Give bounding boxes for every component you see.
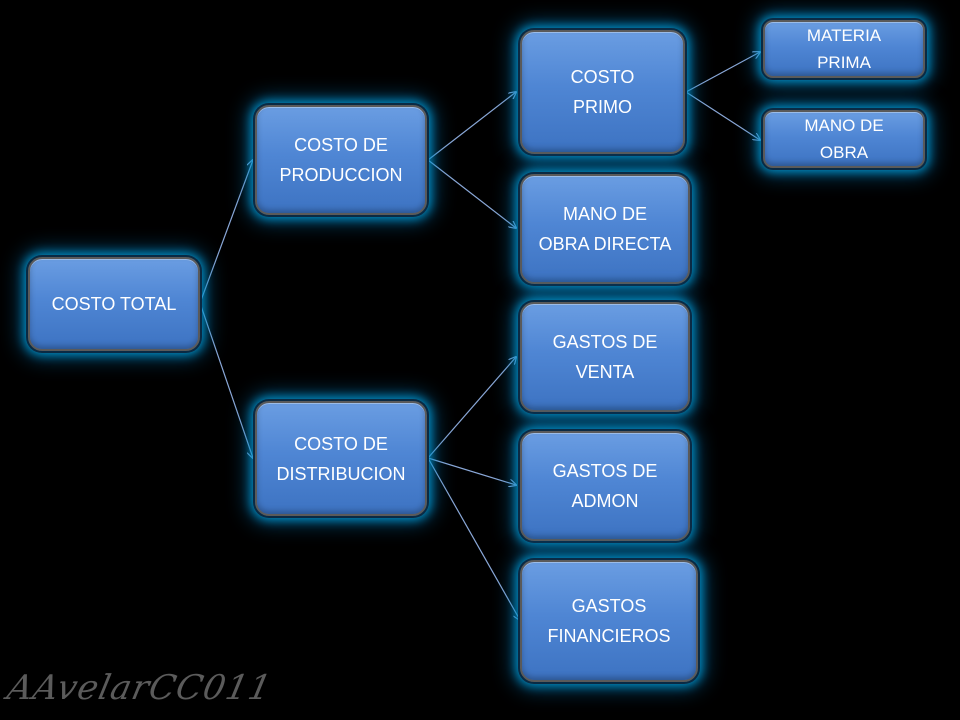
edge-produccion-mod: [427, 159, 516, 228]
node-mano-obra-directa: MANO DE OBRA DIRECTA: [520, 174, 690, 284]
node-costo-distribucion: COSTO DE DISTRIBUCION: [255, 401, 427, 516]
edge-primo-materia: [685, 52, 760, 93]
node-costo-primo: COSTO PRIMO: [520, 30, 685, 154]
node-gastos-venta: GASTOS DE VENTA: [520, 302, 690, 412]
node-mano-obra: MANO DE OBRA: [763, 110, 925, 168]
edge-total-distribucion: [199, 302, 253, 458]
node-gastos-admon: GASTOS DE ADMON: [520, 431, 690, 541]
node-costo-produccion: COSTO DE PRODUCCION: [255, 105, 427, 215]
edge-distribucion-venta: [427, 357, 516, 459]
signature-watermark: AAvelarCC011: [3, 668, 276, 708]
edge-total-produccion: [199, 160, 253, 304]
edge-distribucion-financieros: [427, 457, 520, 620]
node-costo-total: COSTO TOTAL: [28, 257, 200, 351]
edge-primo-manoobra: [685, 91, 760, 140]
edge-distribucion-admon: [427, 457, 516, 485]
edge-produccion-primo: [427, 92, 516, 161]
node-gastos-financieros: GASTOS FINANCIEROS: [520, 560, 698, 682]
node-materia-prima: MATERIA PRIMA: [763, 20, 925, 78]
